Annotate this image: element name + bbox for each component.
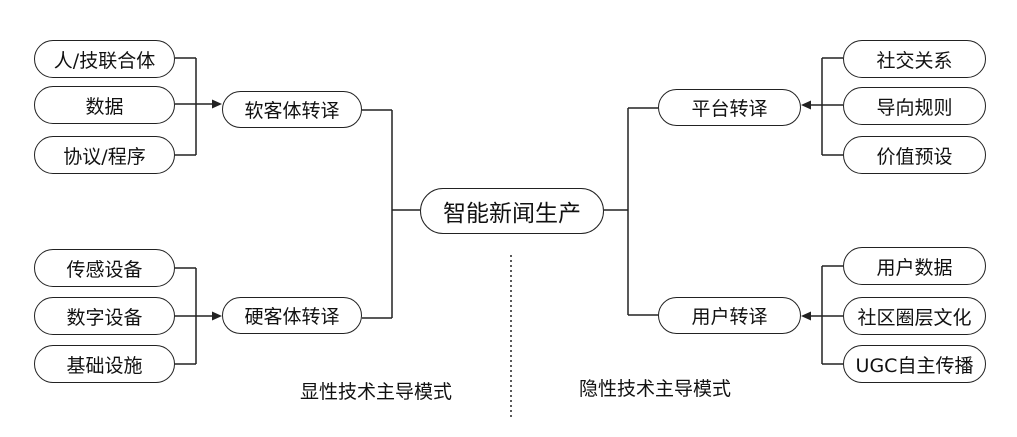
- center-node: 智能新闻生产: [420, 188, 604, 234]
- left-upper-item-3: 协议/程序: [34, 136, 175, 174]
- right-lower-group-label: 用户转译: [658, 297, 801, 334]
- right-upper-item-3: 价值预设: [843, 136, 986, 174]
- right-upper-group-label: 平台转译: [658, 89, 801, 126]
- right-lower-item-2: 社区圈层文化: [843, 297, 986, 335]
- right-upper-item-2: 导向规则: [843, 87, 986, 125]
- center-right-connector: [604, 107, 658, 316]
- left-upper-item-2: 数据: [34, 86, 175, 124]
- right-upper-item-1: 社交关系: [843, 40, 986, 78]
- left-lower-bracket: [175, 267, 214, 365]
- left-upper-group-label: 软客体转译: [222, 91, 362, 128]
- arrow-head-right-upper: [801, 100, 811, 110]
- right-upper-bracket: [810, 57, 843, 156]
- center-left-connector: [362, 109, 420, 319]
- right-lower-item-3: UGC自主传播: [843, 345, 986, 383]
- arrow-head-left-lower: [212, 311, 222, 321]
- left-upper-item-1: 人/技联合体: [34, 40, 175, 78]
- left-lower-item-2: 数字设备: [34, 297, 175, 335]
- arrow-head-right-lower: [801, 311, 811, 321]
- right-lower-bracket: [810, 265, 843, 365]
- left-lower-item-3: 基础设施: [34, 345, 175, 383]
- implicit-mode-caption: 隐性技术主导模式: [579, 378, 732, 400]
- left-upper-bracket: [175, 57, 214, 156]
- left-lower-group-label: 硬客体转译: [222, 297, 362, 334]
- arrow-head-left-upper: [212, 99, 222, 109]
- left-lower-item-1: 传感设备: [34, 249, 175, 287]
- right-lower-item-1: 用户数据: [843, 247, 986, 285]
- explicit-mode-caption: 显性技术主导模式: [300, 381, 453, 403]
